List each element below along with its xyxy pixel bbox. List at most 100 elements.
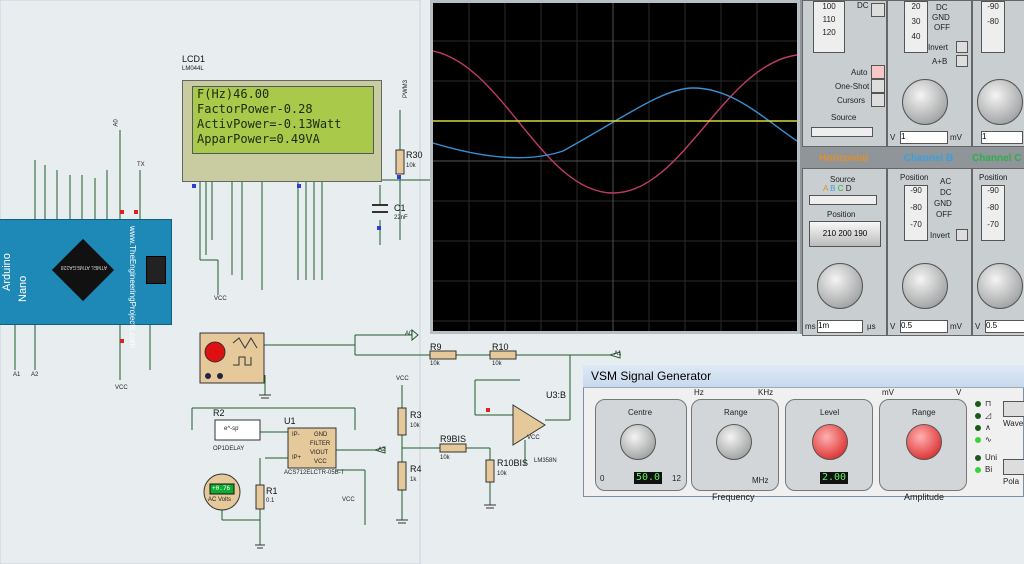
centre-knob[interactable] [620, 424, 656, 460]
trigger-dc-button[interactable] [871, 3, 885, 17]
freq-hz: Hz [694, 388, 704, 397]
signal-generator-title: VSM Signal Generator [591, 369, 712, 383]
trigger-auto: Auto [851, 68, 868, 77]
amplitude-range-group: Range mV V Amplitude [879, 388, 967, 502]
tx-label: TX [137, 162, 145, 168]
chb-mode-ac: AC [940, 177, 952, 186]
r9-label: R9 [430, 342, 442, 352]
u1-pin-viout: VIOUT [310, 450, 329, 456]
vcc-label-lcd: VCC [214, 296, 227, 302]
cha-mode-dc: DC [936, 3, 948, 12]
chb-invert-button[interactable] [956, 229, 968, 241]
trigger-auto-button[interactable] [871, 65, 885, 79]
horizontal-value: 1m [817, 320, 863, 333]
polarity-uni-led[interactable] [975, 455, 981, 461]
wave-sine-led[interactable] [975, 437, 981, 443]
cha-invert-button[interactable] [956, 41, 968, 53]
amp-v: V [956, 388, 962, 397]
frequency-range-group: Range Hz KHz MHz Frequency [691, 388, 779, 502]
frequency-range-knob[interactable] [716, 424, 752, 460]
channel-c-position[interactable]: -90 -80 -70 [981, 185, 1005, 241]
a1-net: A1 [614, 351, 622, 357]
waveform-button[interactable] [1003, 401, 1024, 417]
channel-c-top-knob[interactable] [977, 79, 1023, 125]
level-label: Level [820, 408, 840, 417]
arduino-label: Arduino [1, 253, 13, 291]
chc-tick-80: -80 [987, 203, 999, 212]
wave-square-led[interactable] [975, 401, 981, 407]
centre-group: Centre 50.0 0 12 [595, 399, 687, 491]
chc-top-value: 1 [981, 131, 1023, 144]
a2-net: A2 [378, 447, 386, 453]
cha-value: 1 [900, 131, 948, 144]
wave-triangle-led[interactable] [975, 425, 981, 431]
u3-label: U3:B [546, 390, 567, 400]
channel-c-top-position[interactable]: -90 -80 [981, 1, 1005, 53]
channel-c-volts-knob[interactable] [977, 263, 1023, 309]
chb-tick-90: -90 [910, 186, 922, 195]
vcc-label-r3: VCC [396, 376, 409, 382]
channel-b-volts-knob[interactable] [902, 263, 948, 309]
cha-a-plus-b: A+B [932, 57, 948, 66]
signal-generator-titlebar[interactable]: VSM Signal Generator [583, 365, 1024, 388]
chb-unit-mv: mV [950, 322, 962, 331]
horizontal-header: Horizontal [802, 147, 885, 167]
oscilloscope-panel: 100 110 120 DC Auto One-Shot Cursors Sou… [800, 0, 1024, 336]
horizontal-time-knob[interactable] [817, 263, 863, 309]
trigger-source-slider[interactable] [811, 127, 873, 137]
trigger-section: 100 110 120 DC Auto One-Shot Cursors Sou… [802, 0, 887, 147]
trigger-tick-100: 100 [822, 2, 836, 11]
trigger-one-shot: One-Shot [835, 82, 870, 91]
channel-c-top-section: -90 -80 1 [972, 0, 1024, 147]
level-display: 2.00 [820, 472, 848, 484]
polarity-bi-led[interactable] [975, 467, 981, 473]
src-a: A [823, 184, 828, 193]
chc-top-tick-90: -90 [987, 2, 999, 11]
reset-button[interactable] [146, 256, 166, 284]
u1-pin-gnd: GND [314, 432, 328, 438]
trigger-one-shot-button[interactable] [871, 79, 885, 93]
centre-tick-0: 0 [600, 474, 605, 483]
polarity-button[interactable] [1003, 459, 1024, 475]
cha-unit-v: V [890, 133, 896, 142]
trigger-level-slider[interactable]: 100 110 120 [813, 1, 845, 53]
horizontal-title: Horizontal [819, 153, 868, 164]
r1-value: 0.1 [266, 498, 275, 504]
freq-khz: KHz [758, 388, 774, 397]
src-b: B [830, 184, 836, 193]
frequency-label: Frequency [712, 492, 755, 502]
wave-saw-led[interactable] [975, 413, 981, 419]
channel-b-position[interactable]: -90 -80 -70 [904, 185, 928, 241]
horizontal-position-label: Position [827, 210, 856, 219]
u1-pin-vcc: VCC [314, 459, 327, 465]
chb-unit-v: V [890, 322, 896, 331]
trace-channel-a [433, 50, 797, 194]
cha-a-plus-b-button[interactable] [956, 55, 968, 67]
channel-c-header: Channel C [972, 147, 1024, 167]
arduino-nano[interactable]: Arduino Nano ATMEL ATMEGA328 www.TheEngi… [0, 219, 172, 348]
chc-top-tick-80: -80 [987, 17, 999, 26]
lcd-line-1: F(Hz)46.00 [197, 87, 270, 101]
centre-tick-12: 12 [672, 474, 681, 483]
trigger-dc: DC [857, 1, 869, 10]
r4-label: R4 [410, 464, 422, 474]
amplitude-range-knob[interactable] [906, 424, 942, 460]
trigger-cursors: Cursors [837, 96, 866, 105]
horizontal-position-dial[interactable]: 210 200 190 [809, 221, 881, 247]
trigger-source: Source [831, 113, 857, 122]
channel-a-volts-knob[interactable] [902, 79, 948, 125]
trigger-cursors-button[interactable] [871, 93, 885, 107]
horizontal-source-slider[interactable] [809, 195, 877, 205]
level-knob[interactable] [812, 424, 848, 460]
channel-a-position[interactable]: 20 30 40 [904, 1, 928, 53]
r10bis-label: R10BIS [497, 458, 529, 468]
cha-invert: Invert [928, 43, 949, 52]
r9bis-label: R9BIS [440, 434, 467, 444]
u1-part: ACS712ELCTR-05B-T [284, 470, 345, 476]
r30-value: 10k [406, 163, 416, 169]
channel-b-title: Channel B [903, 153, 954, 164]
oscilloscope-screen[interactable] [430, 0, 800, 334]
r10-value: 10k [492, 361, 502, 367]
vcc-label-u1: VCC [342, 497, 355, 503]
